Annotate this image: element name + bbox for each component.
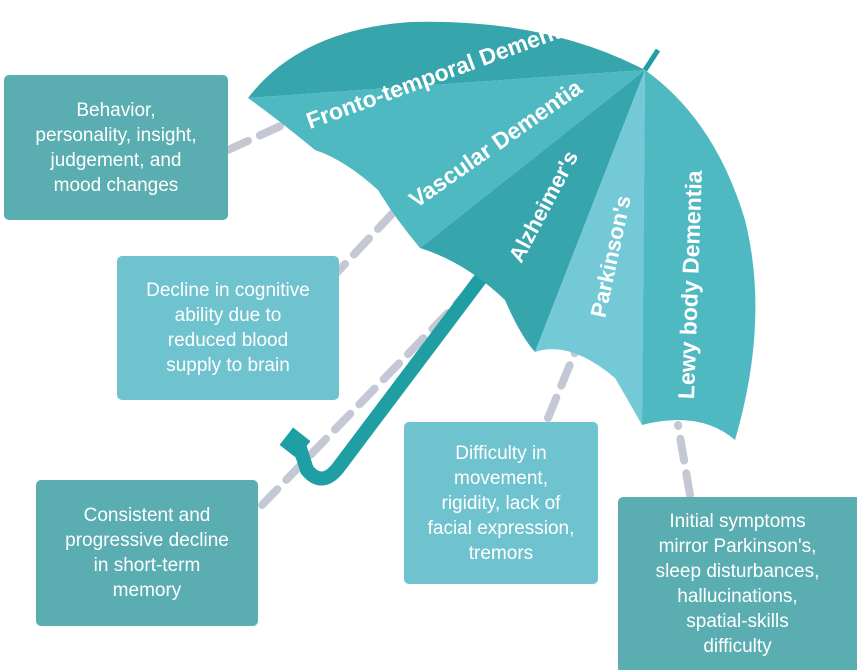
connector-alzheimers	[258, 286, 474, 509]
callout-parkinsons-text: Difficulty in movement, rigidity, lack o…	[427, 442, 575, 564]
segment-lewy	[642, 70, 756, 440]
callout-lewy-text: Initial symptoms mirror Parkinson's, sle…	[655, 511, 820, 657]
handle-grip	[279, 427, 311, 459]
callout-frontotemporal: Behavior, personality, insight, judgemen…	[4, 75, 228, 220]
connector-frontotemporal	[224, 114, 302, 154]
umbrella-handle	[291, 272, 488, 486]
connector-parkinsons	[544, 341, 582, 422]
connector-vascular	[326, 196, 409, 284]
callout-parkinsons: Difficulty in movement, rigidity, lack o…	[404, 422, 598, 584]
segment-vascular	[248, 70, 645, 248]
connector-lewy	[674, 421, 694, 499]
callout-frontotemporal-text: Behavior, personality, insight, judgemen…	[35, 99, 197, 196]
callout-lewy: Initial symptoms mirror Parkinson's, sle…	[618, 497, 857, 670]
callout-alzheimers-text: Consistent and progressive decline in sh…	[65, 505, 229, 601]
umbrella-tip	[642, 48, 661, 72]
segment-parkinsons	[535, 70, 645, 425]
callout-vascular: Decline in cognitive ability due to redu…	[117, 256, 339, 400]
segment-frontotemporal	[248, 21, 645, 98]
callout-alzheimers: Consistent and progressive decline in sh…	[36, 480, 258, 626]
segment-alzheimers	[420, 70, 645, 352]
callout-vascular-text: Decline in cognitive ability due to redu…	[146, 280, 310, 376]
